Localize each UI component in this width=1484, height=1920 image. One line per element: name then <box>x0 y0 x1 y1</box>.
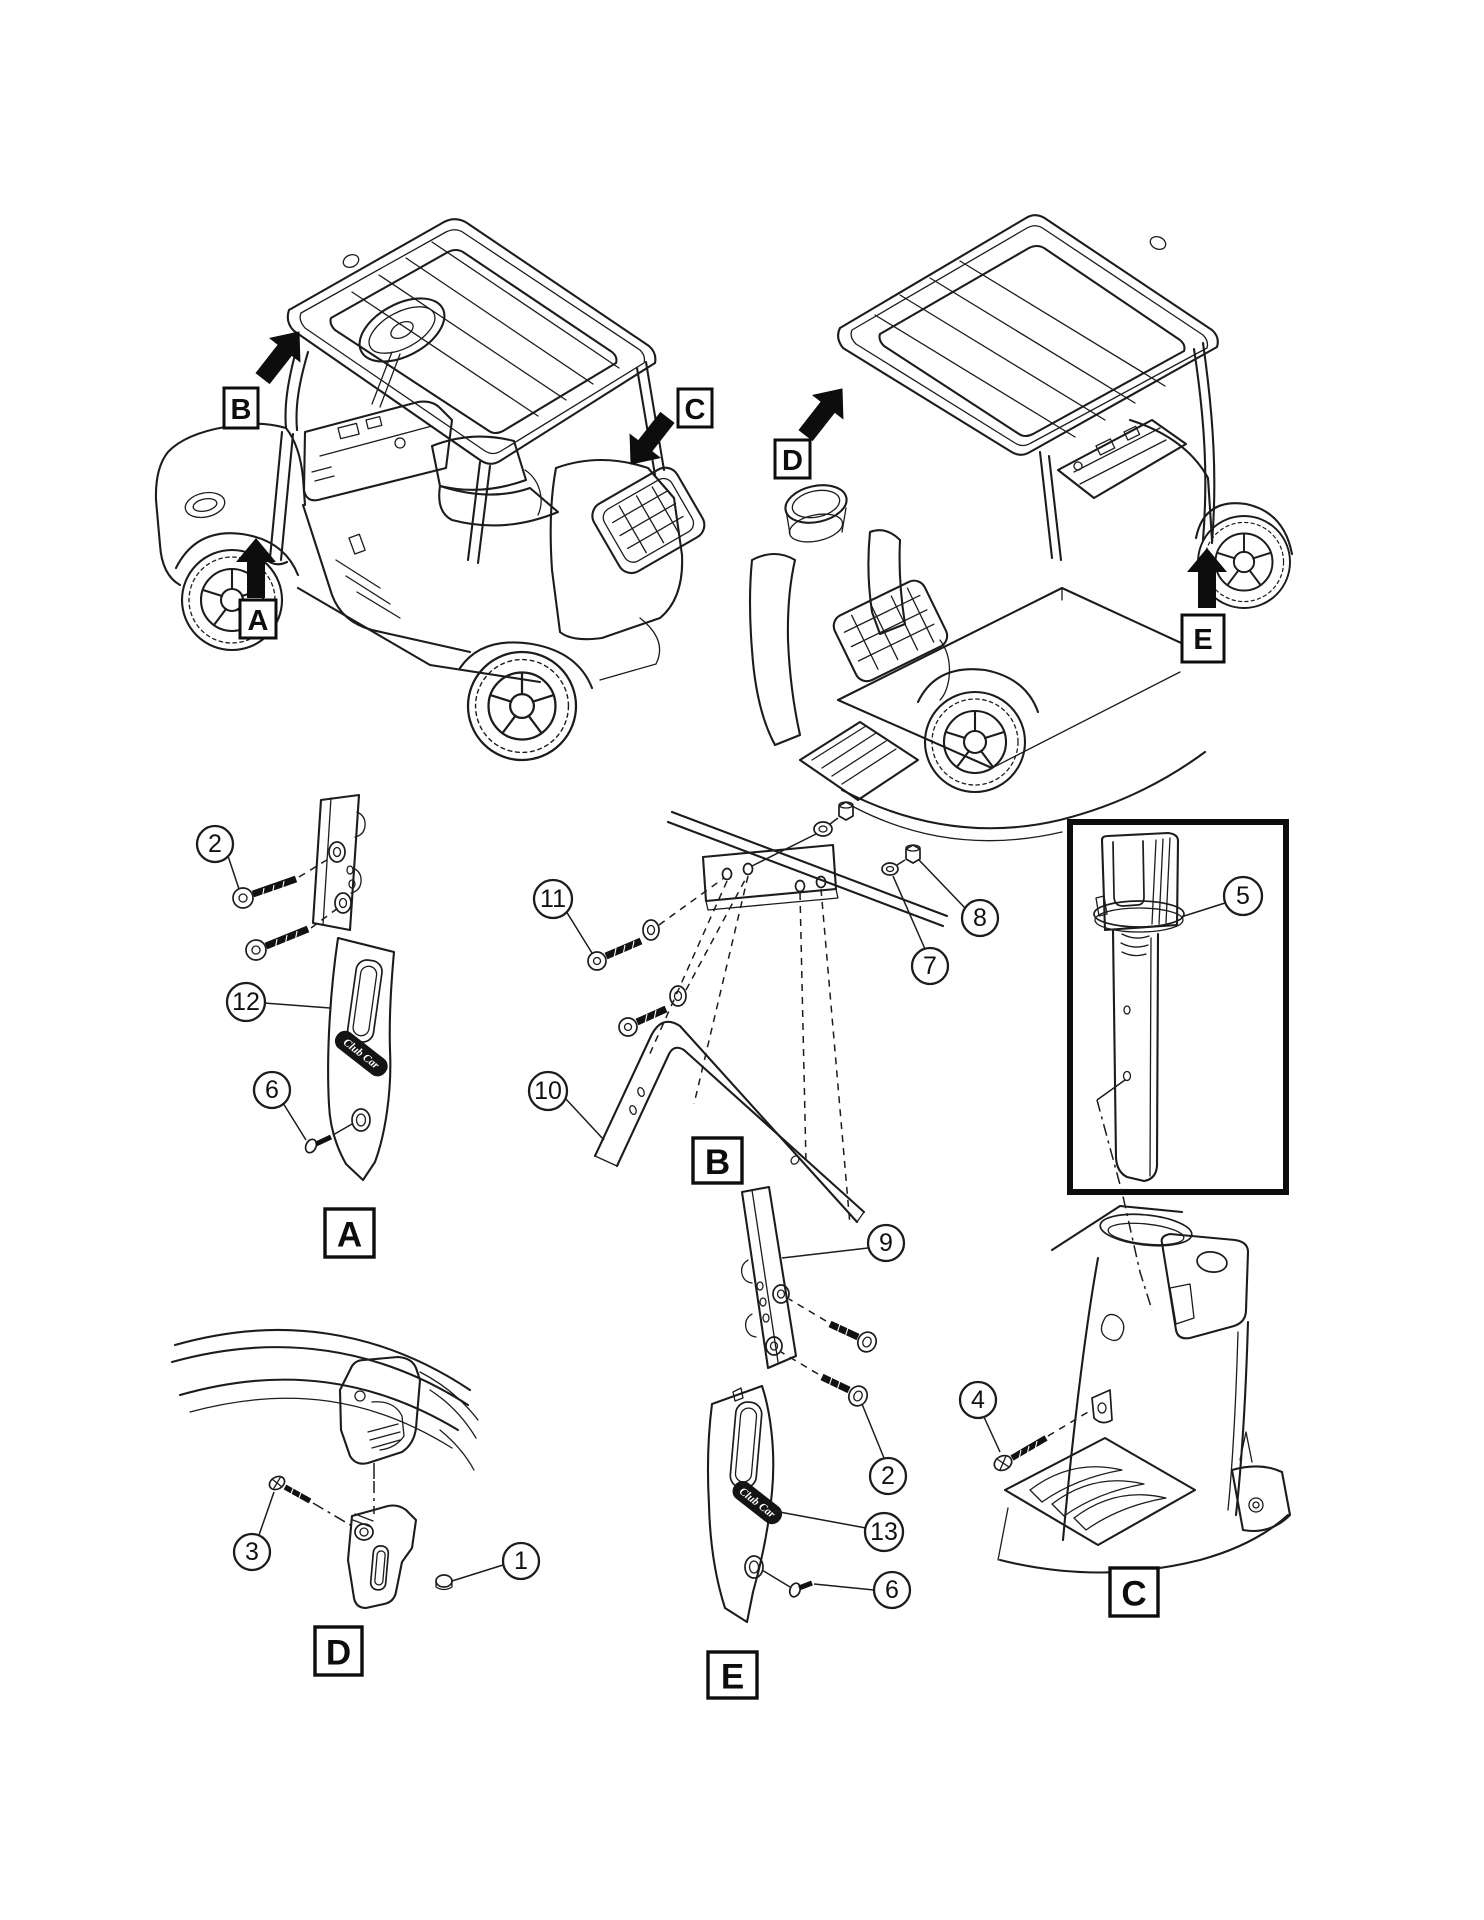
direction-arrow-d <box>789 376 859 448</box>
cart-label-c: C <box>676 387 714 429</box>
svg-text:B: B <box>705 1143 730 1182</box>
svg-text:E: E <box>721 1658 744 1697</box>
callout-4-detail-c: 4 <box>958 1380 998 1420</box>
cart-label-d: D <box>773 438 812 480</box>
direction-arrow-c <box>614 405 684 477</box>
cart-rear-view-illustration <box>748 214 1294 842</box>
svg-text:A: A <box>337 1216 362 1255</box>
svg-text:E: E <box>1193 624 1212 656</box>
detail-b-roof-rail-bracket <box>564 801 966 1226</box>
svg-text:C: C <box>685 394 706 426</box>
callout-6-detail-a: 6 <box>252 1070 292 1110</box>
svg-text:11: 11 <box>540 885 566 913</box>
cart-label-a: A <box>238 598 278 640</box>
svg-text:7: 7 <box>923 952 937 980</box>
svg-text:6: 6 <box>885 1576 899 1604</box>
svg-text:1: 1 <box>514 1547 528 1575</box>
callout-9-detail-e: 9 <box>866 1223 906 1263</box>
svg-text:D: D <box>782 445 803 477</box>
svg-text:13: 13 <box>870 1518 898 1546</box>
callout-7-detail-b: 7 <box>910 946 950 986</box>
detail-label-c: C <box>1108 1566 1160 1618</box>
callout-1-detail-d: 1 <box>501 1541 541 1581</box>
detail-label-e: E <box>706 1650 759 1700</box>
svg-text:4: 4 <box>971 1386 985 1414</box>
svg-text:9: 9 <box>879 1229 893 1257</box>
svg-text:6: 6 <box>265 1076 279 1104</box>
cart-label-b: B <box>222 386 260 430</box>
callout-2-detail-a: 2 <box>195 824 235 864</box>
svg-text:8: 8 <box>973 904 987 932</box>
svg-text:A: A <box>248 605 269 637</box>
detail-label-d: D <box>313 1625 364 1677</box>
callout-3-detail-d: 3 <box>232 1532 272 1572</box>
club-car-badge-trim13: Club Car <box>732 1481 783 1525</box>
detail-label-a: A <box>323 1207 376 1259</box>
detail-d-roof-rail-strap <box>170 1328 504 1610</box>
detail-label-b: B <box>691 1136 744 1185</box>
svg-text:C: C <box>1121 1575 1146 1614</box>
callout-10-detail-b: 10 <box>527 1070 569 1112</box>
svg-text:3: 3 <box>245 1538 259 1566</box>
svg-text:10: 10 <box>534 1077 562 1105</box>
direction-arrow-b <box>246 319 316 391</box>
svg-text:D: D <box>326 1634 351 1673</box>
svg-text:B: B <box>231 394 252 426</box>
callout-6-detail-e: 6 <box>872 1570 912 1610</box>
callout-5-boxed-detail: 5 <box>1222 875 1264 917</box>
callout-13-detail-e: 13 <box>863 1511 905 1553</box>
callout-12-detail-a: 12 <box>225 981 267 1023</box>
detail-c-rear-pillar-console <box>983 1204 1292 1574</box>
detail-a-front-strut-trim: Club Car <box>227 793 396 1182</box>
callout-2-detail-e: 2 <box>868 1456 908 1496</box>
svg-text:2: 2 <box>881 1462 895 1490</box>
callout-11-detail-b: 11 <box>532 878 574 920</box>
detail-e-rear-strut-trim: Club Car <box>706 1185 885 1624</box>
svg-text:12: 12 <box>232 988 260 1016</box>
cart-front-view-illustration <box>154 218 706 762</box>
callout-8-detail-b: 8 <box>960 898 1000 938</box>
detail-5-strut-insert-box <box>1067 819 1289 1311</box>
svg-text:2: 2 <box>208 830 222 858</box>
svg-text:5: 5 <box>1236 882 1250 910</box>
cart-label-e: E <box>1180 613 1226 664</box>
